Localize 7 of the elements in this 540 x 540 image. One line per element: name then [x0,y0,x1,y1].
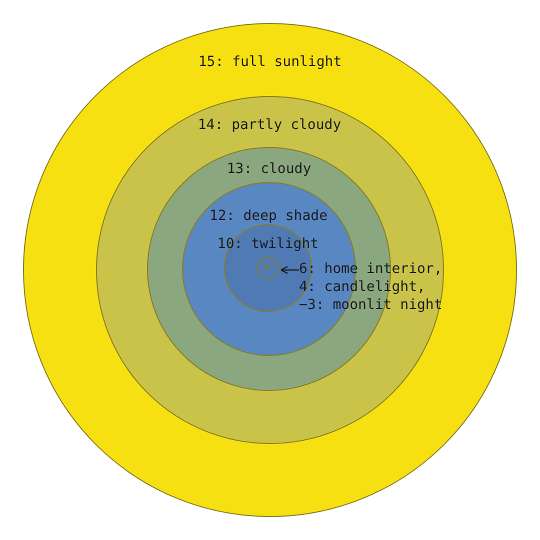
zone-label: 14: partly cloudy [198,116,342,134]
zone-label: 15: full sunlight [198,52,342,70]
arrow [280,266,299,274]
zone-label: 13: cloudy [226,160,312,178]
ring-circle [256,256,278,278]
ring-circle [264,264,270,270]
zone-label: 12: deep shade [210,207,328,225]
